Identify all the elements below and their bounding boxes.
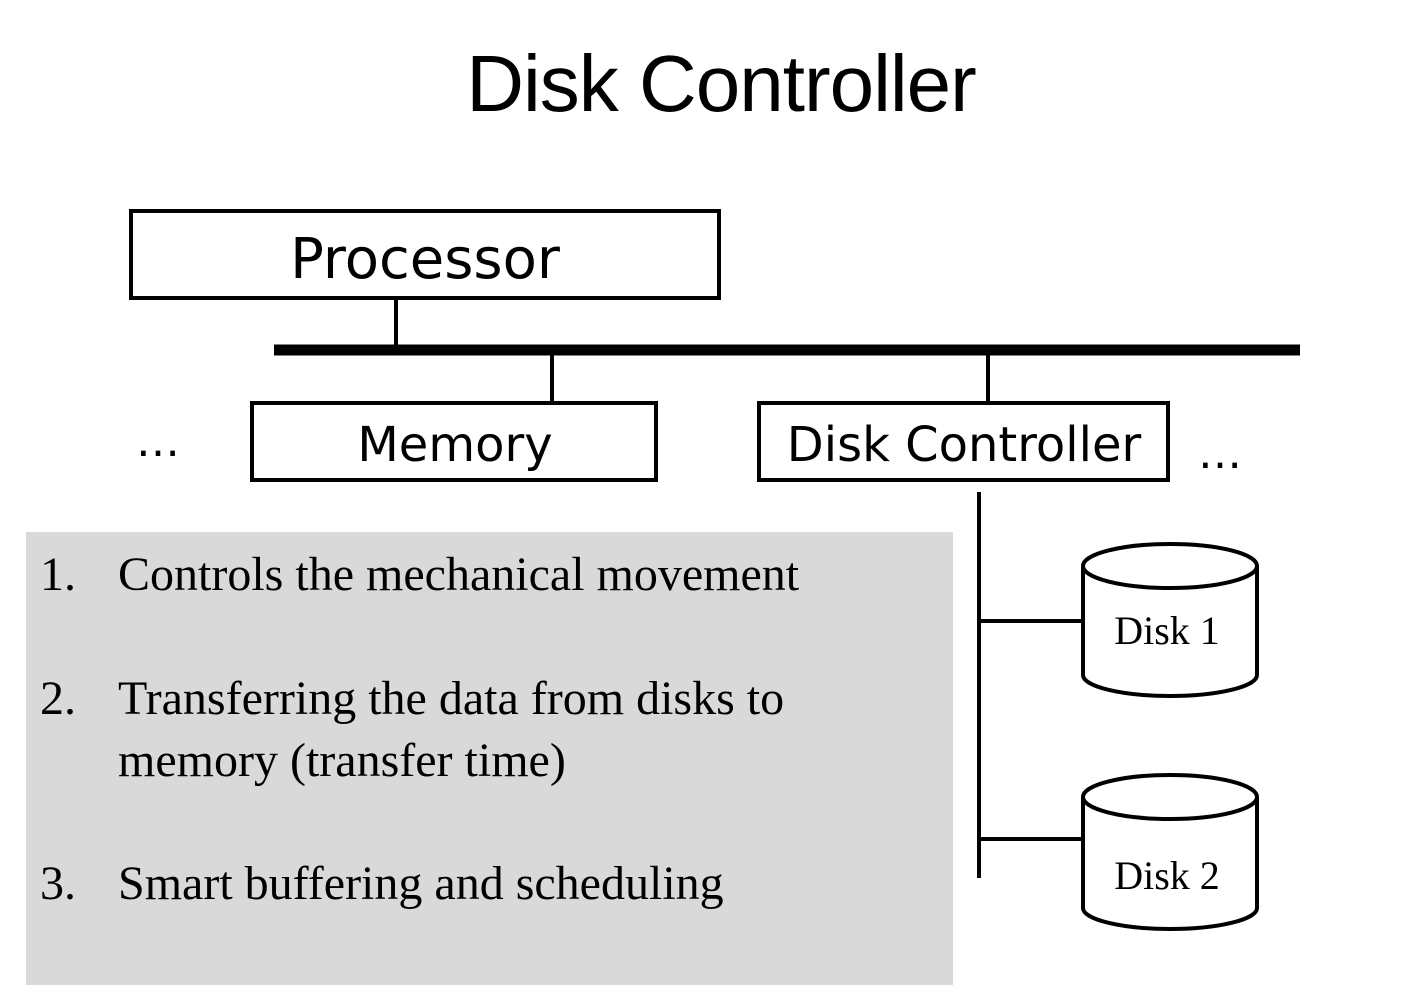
disk-2-body (1081, 797, 1259, 931)
notes-panel: 1. Controls the mechanical movement 2. T… (26, 532, 953, 985)
disk-1-body (1081, 566, 1259, 698)
slide-title: Disk Controller (466, 39, 977, 128)
disk-1-label: Disk 1 (1114, 608, 1220, 653)
disk-1: Disk 1 (1081, 542, 1259, 698)
disk-controller-node: Disk Controller (757, 401, 1170, 482)
memory-node: Memory (250, 401, 658, 482)
disk-1-top (1081, 542, 1259, 590)
disk-controller-label: Disk Controller (787, 417, 1142, 473)
note-text: memory (transfer time) (118, 734, 566, 787)
memory-label: Memory (357, 417, 552, 473)
ellipsis-left: … (136, 416, 180, 467)
ellipsis-right: … (1198, 428, 1242, 479)
processor-label: Processor (290, 227, 561, 292)
processor-box (129, 209, 721, 300)
note-text: Smart buffering and scheduling (118, 857, 724, 910)
memory-box (250, 401, 658, 482)
note-number: 1. (40, 548, 76, 601)
note-text: Controls the mechanical movement (118, 548, 800, 601)
note-number: 3. (40, 857, 76, 910)
note-text: Transferring the data from disks to (118, 672, 785, 725)
note-number: 2. (40, 672, 76, 725)
disk-2: Disk 2 (1081, 773, 1259, 931)
disk-2-top (1081, 773, 1259, 821)
disk-controller-box (757, 401, 1170, 482)
disk-2-label: Disk 2 (1114, 853, 1220, 898)
processor-node: Processor (129, 209, 721, 300)
